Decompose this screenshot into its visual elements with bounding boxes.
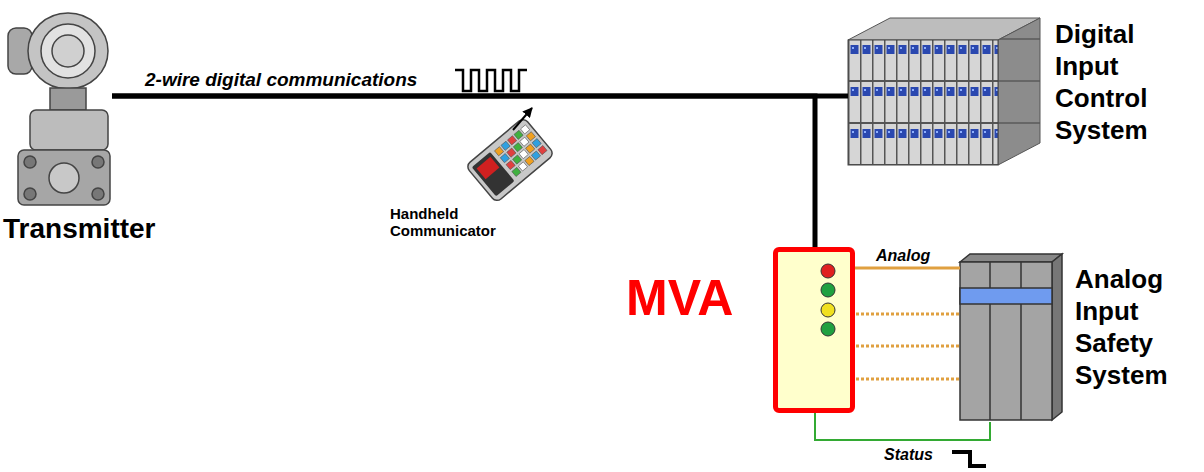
key: [532, 139, 541, 148]
key: [494, 147, 503, 156]
key: [519, 150, 528, 159]
status-step-icon: [952, 452, 986, 466]
safety-system-node: Analog Input Safety System: [960, 253, 1062, 422]
key: [513, 155, 522, 164]
handheld-communicator-illustration: [465, 108, 554, 203]
connector-label: Analog: [874, 247, 932, 265]
square-wave-icon: [455, 70, 527, 91]
transmitter-node: Transmitter: [5, 5, 112, 210]
key: [518, 162, 527, 171]
key: [506, 160, 515, 169]
key: [520, 137, 529, 146]
connector: [855, 267, 960, 270]
connector: [815, 413, 990, 440]
node-label: MVA: [626, 270, 733, 328]
connector-label: Status: [882, 446, 935, 464]
led: [821, 303, 835, 317]
safety-system-rack: [960, 254, 1062, 420]
led: [821, 264, 835, 278]
key: [501, 141, 510, 150]
key: [514, 130, 523, 139]
analog-channel-lines: [856, 314, 960, 379]
key: [513, 143, 522, 152]
key: [526, 144, 535, 153]
key: [531, 151, 540, 160]
key: [507, 148, 516, 157]
node-label: Digital Input Control System: [1055, 18, 1148, 146]
node-label: Transmitter: [3, 213, 156, 245]
control-system-node: Digital Input Control System: [848, 18, 1042, 165]
key: [538, 145, 547, 154]
control-system-rack: [848, 18, 1040, 165]
led: [821, 322, 835, 336]
key: [512, 167, 521, 176]
node-label: Handheld Communicator: [390, 205, 496, 240]
key: [525, 156, 534, 165]
key: [507, 136, 516, 145]
node-label: Analog Input Safety System: [1075, 263, 1168, 391]
led: [821, 283, 835, 297]
connector: [112, 96, 815, 247]
key: [526, 132, 535, 141]
transmitter-illustration: [8, 13, 110, 205]
key: [521, 125, 530, 134]
mva-box: MVA: [773, 247, 855, 413]
connector-label: 2-wire digital communications: [143, 69, 419, 91]
key: [500, 154, 509, 163]
handheld-node: Handheld Communicator: [380, 100, 560, 246]
